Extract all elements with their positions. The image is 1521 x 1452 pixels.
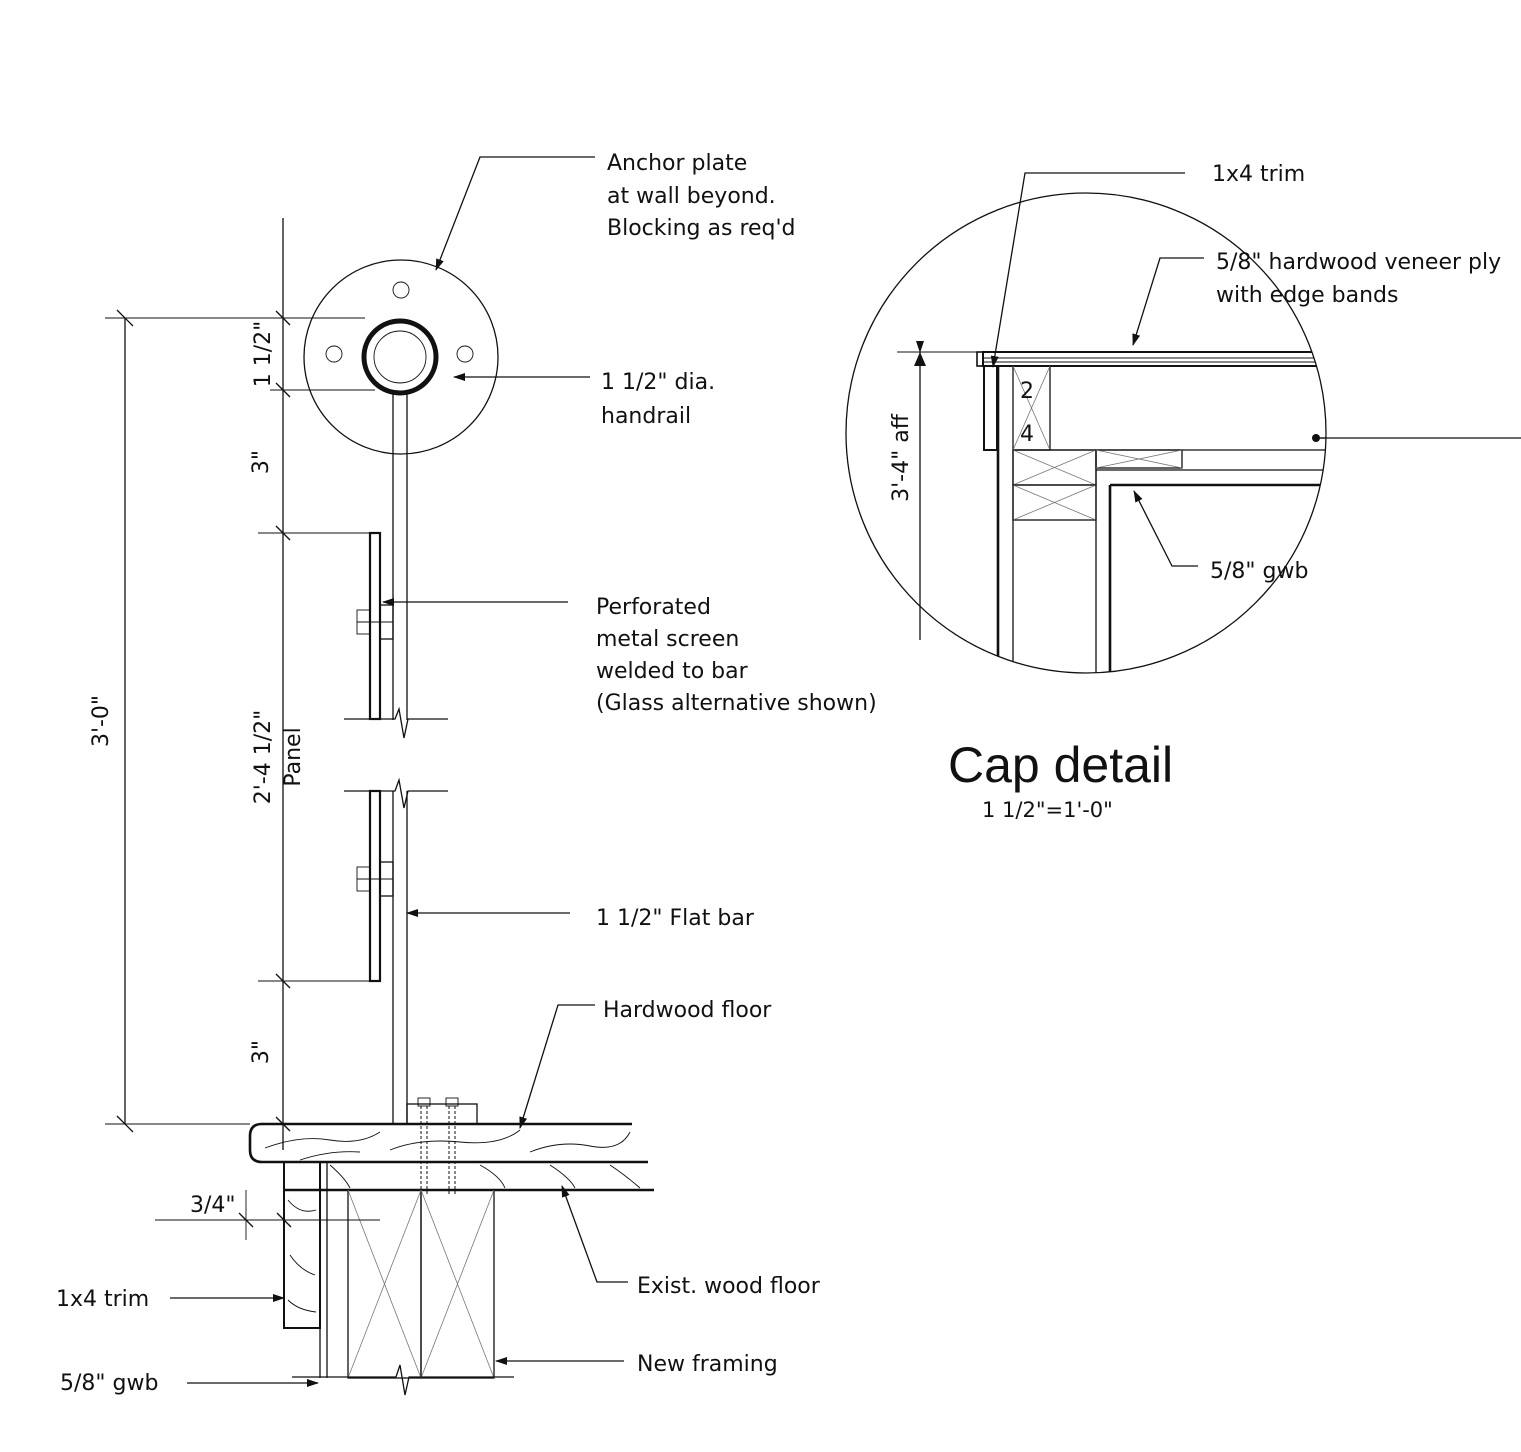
handrail-outer: [361, 318, 439, 396]
note-flat-bar: 1 1/2" Flat bar: [596, 906, 755, 931]
note-cap-gwb: 5/8" gwb: [1210, 559, 1308, 584]
anchor-bolts: [417, 1097, 459, 1196]
leader-cap-trim: [990, 172, 1185, 368]
glass-panel: [368, 531, 382, 721]
cap-trim-1x4: [983, 365, 998, 451]
new-framing: [420, 1189, 495, 1379]
panel-clip: [356, 604, 394, 640]
note-hardwood-floor: Hardwood floor: [603, 998, 772, 1023]
wood-grain: [264, 1129, 631, 1161]
handrail-inner: [373, 330, 427, 384]
leader-exist-floor: [561, 1185, 628, 1283]
detail-scale: 1 1/2"=1'-0": [982, 798, 1113, 822]
leader-cap-gwb: [1133, 490, 1198, 567]
stud-label-2: 2: [1020, 379, 1034, 404]
anchor-plate: [303, 259, 499, 455]
note-new-framing: New framing: [637, 1352, 778, 1377]
dim-overall: 3'-0": [89, 695, 114, 747]
dimension-lines: [105, 218, 380, 1240]
detail-title: Cap detail: [948, 737, 1173, 793]
break-line: [344, 706, 448, 739]
dim-rail-dia: 1 1/2": [251, 321, 276, 388]
leader-hardwood-floor: [519, 1004, 595, 1129]
dim-trim-offset: 3/4": [190, 1193, 236, 1218]
leader-anchor-plate: [435, 156, 595, 271]
dim-gap-top: 3": [249, 450, 274, 474]
dim-panel-label: Panel: [281, 727, 306, 786]
leader-veneer-ply: [1132, 257, 1204, 346]
hardwood-floor: [248, 1122, 648, 1164]
wood-grain: [329, 1164, 641, 1189]
detail-circle: [845, 192, 1327, 674]
anchor-bolt-hole: [456, 345, 474, 363]
base-plate: [406, 1103, 478, 1125]
veneer-ply: [982, 351, 1326, 367]
panel-clip: [356, 861, 394, 897]
break-line: [344, 777, 448, 809]
note-exist-floor: Exist. wood floor: [637, 1274, 821, 1299]
dim-panel: 2'-4 1/2": [251, 710, 276, 805]
railing-section: 3'-0" 1 1/2" 3" 2'-4 1/2" Panel 3" 3/4" …: [56, 151, 877, 1396]
note-cap-trim: 1x4 trim: [1212, 162, 1305, 187]
note-handrail: 1 1/2" dia. handrail: [601, 370, 722, 429]
anchor-bolt-hole: [325, 345, 343, 363]
anchor-bolt-hole: [392, 281, 410, 299]
glass-panel: [368, 789, 382, 983]
note-trim: 1x4 trim: [56, 1287, 149, 1312]
note-anchor-plate: Anchor plate at wall beyond. Blocking as…: [607, 151, 796, 241]
stud-label-4: 4: [1020, 422, 1034, 447]
note-gwb: 5/8" gwb: [60, 1371, 158, 1396]
note-veneer-ply: 5/8" hardwood veneer ply with edge bands: [1216, 250, 1508, 308]
trim-1x4: [283, 1161, 321, 1329]
cap-height-dim: 3'-4" aff: [889, 413, 914, 502]
note-screen: Perforated metal screen welded to bar (G…: [596, 595, 877, 716]
break-line: [292, 1364, 514, 1396]
cap-detail: 2 4 3'-4" aff 1x4 trim 5/8" hardwood ven…: [845, 162, 1521, 822]
dim-gap-bottom: 3": [249, 1040, 274, 1064]
